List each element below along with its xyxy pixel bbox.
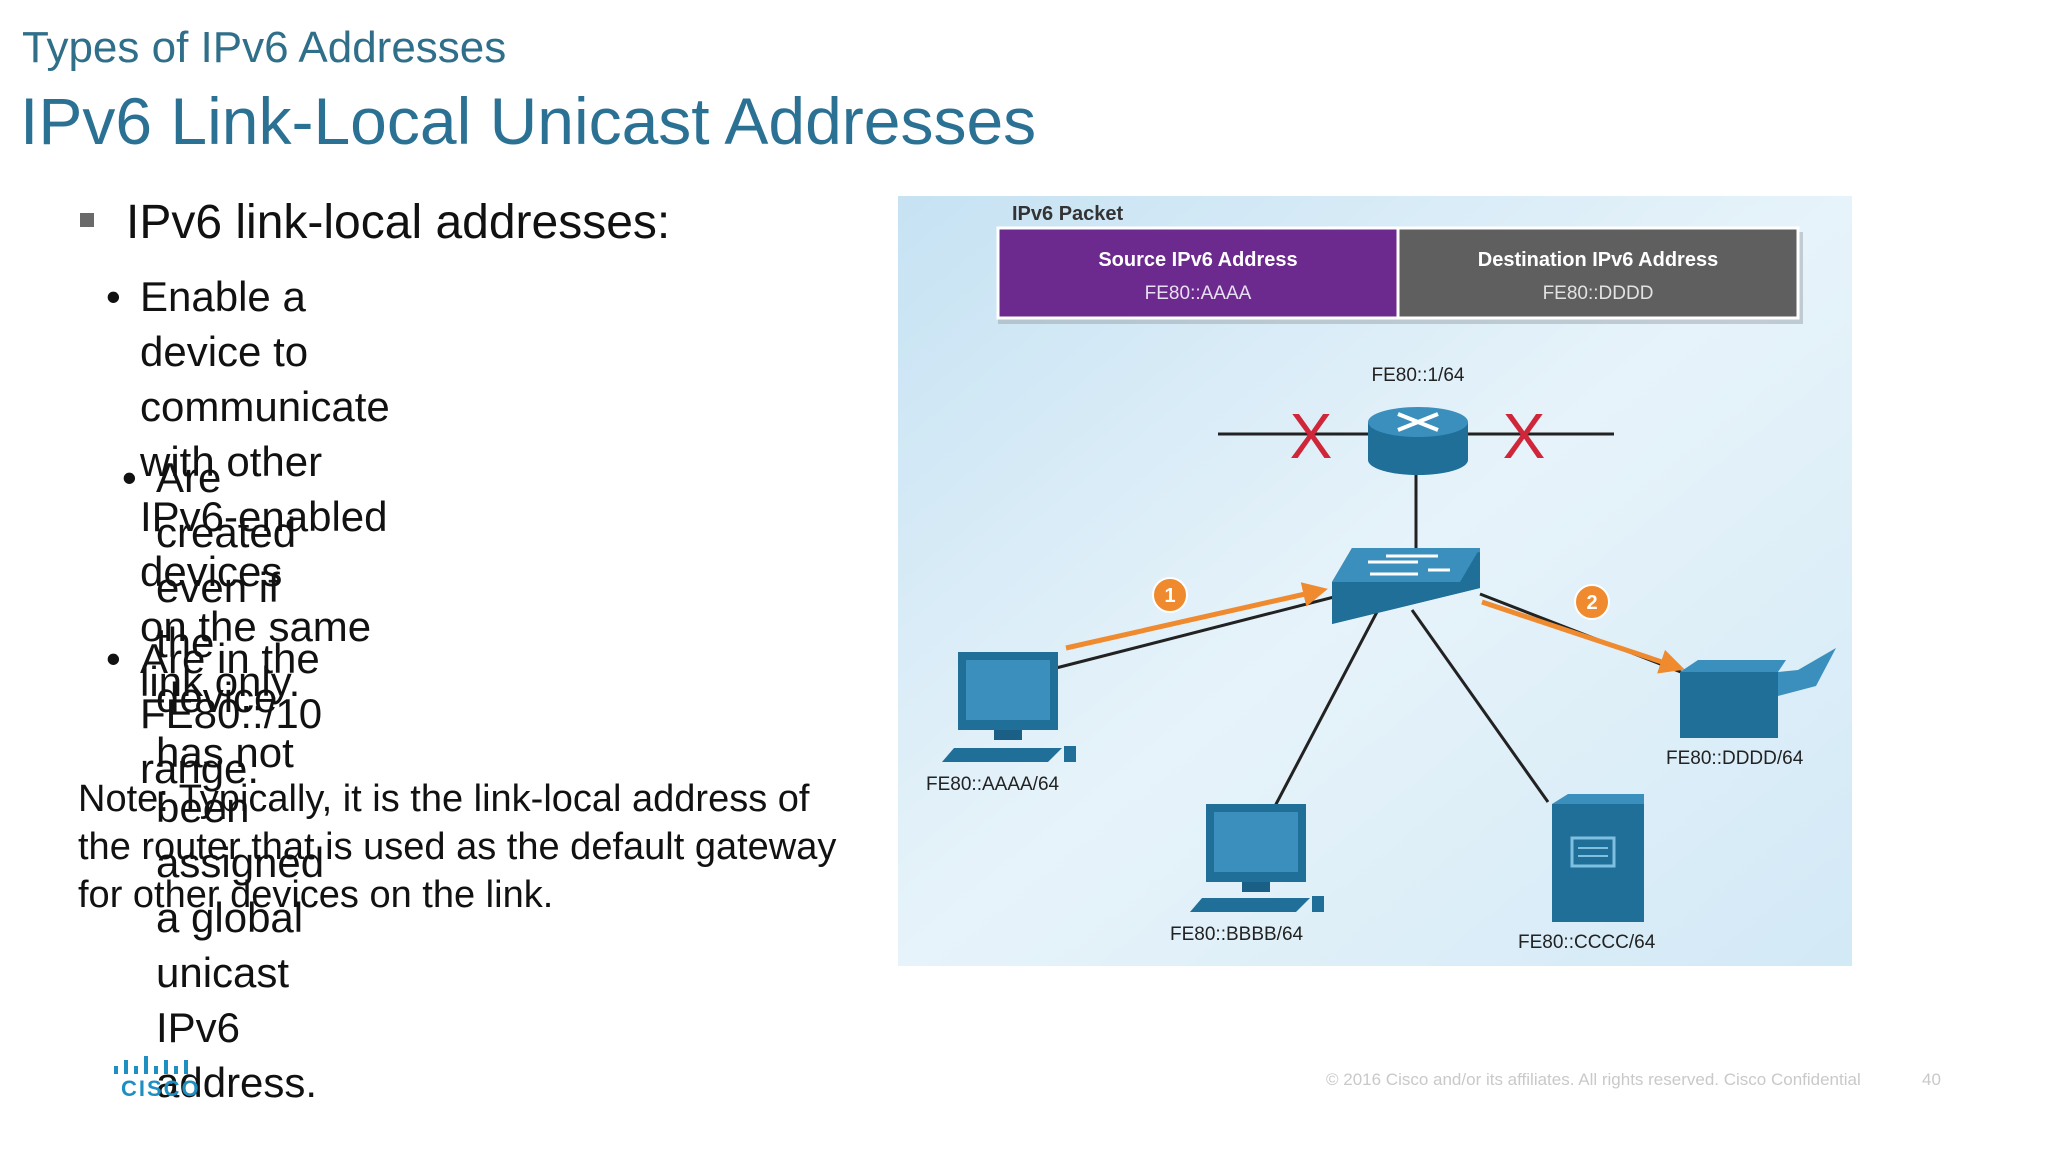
- bullet-line: has not been assigned a global: [156, 729, 325, 941]
- cisco-bars-icon: [114, 1056, 188, 1074]
- destination-address-value: FE80::DDDD: [1543, 283, 1654, 304]
- pc-icon: [942, 652, 1076, 762]
- router-icon: [1368, 407, 1468, 475]
- slide-title: IPv6 Link-Local Unicast Addresses: [20, 84, 1037, 158]
- step2-badge: [1574, 584, 1610, 620]
- server-cable: [1410, 609, 1550, 803]
- arrow-step2: [1481, 599, 1685, 674]
- copyright-footer: © 2016 Cisco and/or its affiliates. All …: [1326, 1070, 1861, 1089]
- network-diagram: IPv6 Packet Source IPv6 Address FE80::AA…: [898, 196, 1852, 966]
- note-text: Note: Typically, it is the link-local ad…: [78, 778, 837, 916]
- bullet-line: on the same link only.: [140, 603, 372, 705]
- step2-number: 2: [1586, 592, 1597, 614]
- server-icon: [1552, 794, 1644, 922]
- bullet-line: Enable a device to communicate: [140, 273, 390, 430]
- printer-icon: [1680, 648, 1836, 738]
- dot-bullet-icon: •: [106, 635, 121, 682]
- bullet-line: Are created even if the device: [156, 454, 297, 721]
- bullet-level1-text: IPv6 link-local addresses:: [126, 196, 671, 249]
- packet-label: IPv6 Packet: [1012, 203, 1124, 225]
- printer-label: FE80::DDDD/64: [1666, 748, 1804, 769]
- bullet-line: unicast IPv6 address.: [156, 949, 318, 1106]
- dot-bullet-icon: •: [106, 273, 121, 320]
- dot-bullet-icon: •: [122, 454, 137, 501]
- bullet-line: Are in the FE80::/10 range.: [140, 635, 323, 792]
- source-address-header: Source IPv6 Address: [1098, 249, 1297, 271]
- router-label: FE80::1/64: [1372, 365, 1465, 386]
- step1-number: 1: [1164, 585, 1175, 607]
- arrow-step1: [1065, 582, 1328, 651]
- pc-b-label: FE80::BBBB/64: [1170, 924, 1304, 945]
- destination-address-box: [1396, 226, 1800, 320]
- destination-address-header: Destination IPv6 Address: [1478, 249, 1718, 271]
- switch-icon: [1332, 548, 1480, 624]
- bullet-line: with other IPv6-enabled devices: [140, 438, 388, 595]
- cisco-logo-text: CISCO: [121, 1076, 201, 1101]
- blocked-left-mark: X: [1290, 400, 1333, 472]
- step1-badge: [1152, 577, 1188, 613]
- server-label: FE80::CCCC/64: [1518, 932, 1656, 953]
- square-bullet-icon: [80, 213, 94, 227]
- slide-subtitle: Types of IPv6 Addresses: [22, 23, 507, 72]
- pc-b-cable: [1272, 609, 1380, 809]
- pc-a-label: FE80::AAAA/64: [926, 774, 1060, 795]
- blocked-right-mark: X: [1503, 400, 1546, 472]
- source-address-box: [996, 226, 1400, 320]
- page-number: 40: [1922, 1070, 1941, 1089]
- pc-icon: [1190, 804, 1324, 912]
- pc-a-cable: [1055, 594, 1339, 670]
- source-address-value: FE80::AAAA: [1145, 283, 1252, 304]
